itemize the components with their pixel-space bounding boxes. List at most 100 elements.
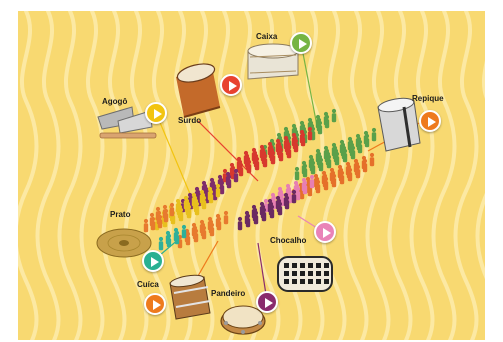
shaker-jingle — [316, 279, 321, 284]
drummer-figure — [340, 171, 344, 184]
drummer-figure — [294, 139, 298, 152]
drummer-figure — [279, 148, 283, 161]
drummer-figure — [227, 175, 231, 188]
drummer-figure — [262, 208, 266, 221]
swirl-stroke — [38, 11, 59, 340]
drummer-figure — [246, 214, 250, 227]
friction-drum-icon — [164, 273, 214, 323]
drummer-figure — [318, 121, 322, 134]
pandeiro-label: Pandeiro — [211, 289, 245, 298]
drummer-figure — [310, 175, 314, 188]
drummer-figure — [303, 164, 307, 177]
drummer-figure — [365, 134, 369, 147]
drummer-figure — [159, 237, 163, 250]
shaker-jingle — [324, 263, 329, 268]
drummer-figure — [263, 154, 267, 167]
drummer-figure — [332, 174, 336, 187]
drummer-figure — [164, 209, 168, 222]
drummer-figure — [187, 205, 191, 218]
drummer-figure — [255, 157, 259, 170]
drummer-figure — [295, 167, 299, 180]
swirl-stroke — [104, 11, 125, 340]
agogo-play-button[interactable] — [145, 102, 167, 124]
swirl-stroke — [60, 11, 81, 340]
drummer-figure — [327, 155, 331, 168]
drummer-figure — [186, 232, 190, 245]
drummer-figure — [209, 190, 213, 203]
drummer-figure — [175, 231, 179, 244]
shaker-jingle — [284, 263, 289, 268]
shaker-jingle — [324, 271, 329, 276]
shaker-jingle — [284, 271, 289, 276]
drummer-figure — [247, 160, 251, 173]
drummer-figure — [332, 109, 336, 122]
swirl-stroke — [82, 11, 103, 340]
shaker-jingle — [316, 271, 321, 276]
drummer-figure — [202, 226, 206, 239]
cuica-instrument[interactable] — [164, 273, 214, 323]
drummer-figure — [316, 180, 320, 193]
drummer-figure — [363, 159, 367, 172]
swirl-stroke — [18, 11, 37, 340]
cuica-play-button[interactable] — [144, 293, 166, 315]
drummer-figure — [239, 163, 243, 176]
drummer-figure — [356, 165, 360, 178]
drummer-figure — [343, 149, 347, 162]
samba-school-stage: Agogô Surdo Caixa Repique — [18, 11, 485, 340]
drummer-figure — [285, 196, 289, 209]
drummer-figure — [301, 133, 305, 146]
drummer-figure — [170, 203, 174, 216]
caixa-play-button[interactable] — [290, 32, 312, 54]
shaker-jingle — [308, 263, 313, 268]
prato-play-button[interactable] — [142, 250, 164, 272]
drummer-figure — [179, 208, 183, 221]
drummer-figure — [234, 169, 238, 182]
shaker-icon — [274, 253, 336, 295]
pandeiro-play-button[interactable] — [256, 291, 278, 313]
shaker-jingle — [316, 263, 321, 268]
drummer-figure — [278, 202, 282, 215]
drummer-figure — [238, 217, 242, 230]
swirl-stroke — [478, 11, 486, 340]
cuica-label: Cuíca — [137, 280, 159, 289]
drummer-figure — [158, 215, 162, 228]
surdo-play-button[interactable] — [220, 74, 242, 96]
shaker-jingle — [292, 279, 297, 284]
drummer-figure — [325, 115, 329, 128]
drummer-figure — [220, 181, 224, 194]
swirl-stroke — [390, 11, 411, 340]
repique-drum-icon — [374, 97, 426, 157]
shaker-jingle — [300, 279, 305, 284]
surdo-instrument[interactable] — [172, 63, 224, 121]
prato-label: Prato — [110, 210, 130, 219]
connector-line — [301, 43, 318, 131]
drummer-figure — [287, 145, 291, 158]
repique-play-button[interactable] — [419, 110, 441, 132]
drummer-figure — [224, 211, 228, 224]
drummer-figure — [319, 158, 323, 171]
drummer-figure — [292, 190, 296, 203]
shaker-jingle — [300, 263, 305, 268]
shaker-jingle — [292, 271, 297, 276]
drummer-figure — [216, 184, 220, 197]
swirl-stroke — [456, 11, 477, 340]
repique-instrument[interactable] — [374, 97, 426, 157]
chocalho-play-button[interactable] — [314, 221, 336, 243]
drummer-figure — [311, 161, 315, 174]
drummer-figure — [202, 196, 206, 209]
drummer-figure — [254, 211, 258, 224]
bass-drum-icon — [172, 63, 224, 121]
swirl-stroke — [412, 11, 433, 340]
drummer-figure — [296, 187, 300, 200]
swirl-stroke — [434, 11, 455, 340]
drummer-figure — [351, 146, 355, 159]
swirl-stroke — [368, 11, 389, 340]
drummer-figure — [324, 177, 328, 190]
chocalho-instrument[interactable] — [274, 253, 336, 295]
drummer-figure — [195, 202, 199, 215]
swirl-stroke — [126, 11, 147, 340]
shaker-jingle — [308, 279, 313, 284]
drummer-figure — [358, 140, 362, 153]
drummer-figure — [271, 151, 275, 164]
drummer-figure — [194, 229, 198, 242]
